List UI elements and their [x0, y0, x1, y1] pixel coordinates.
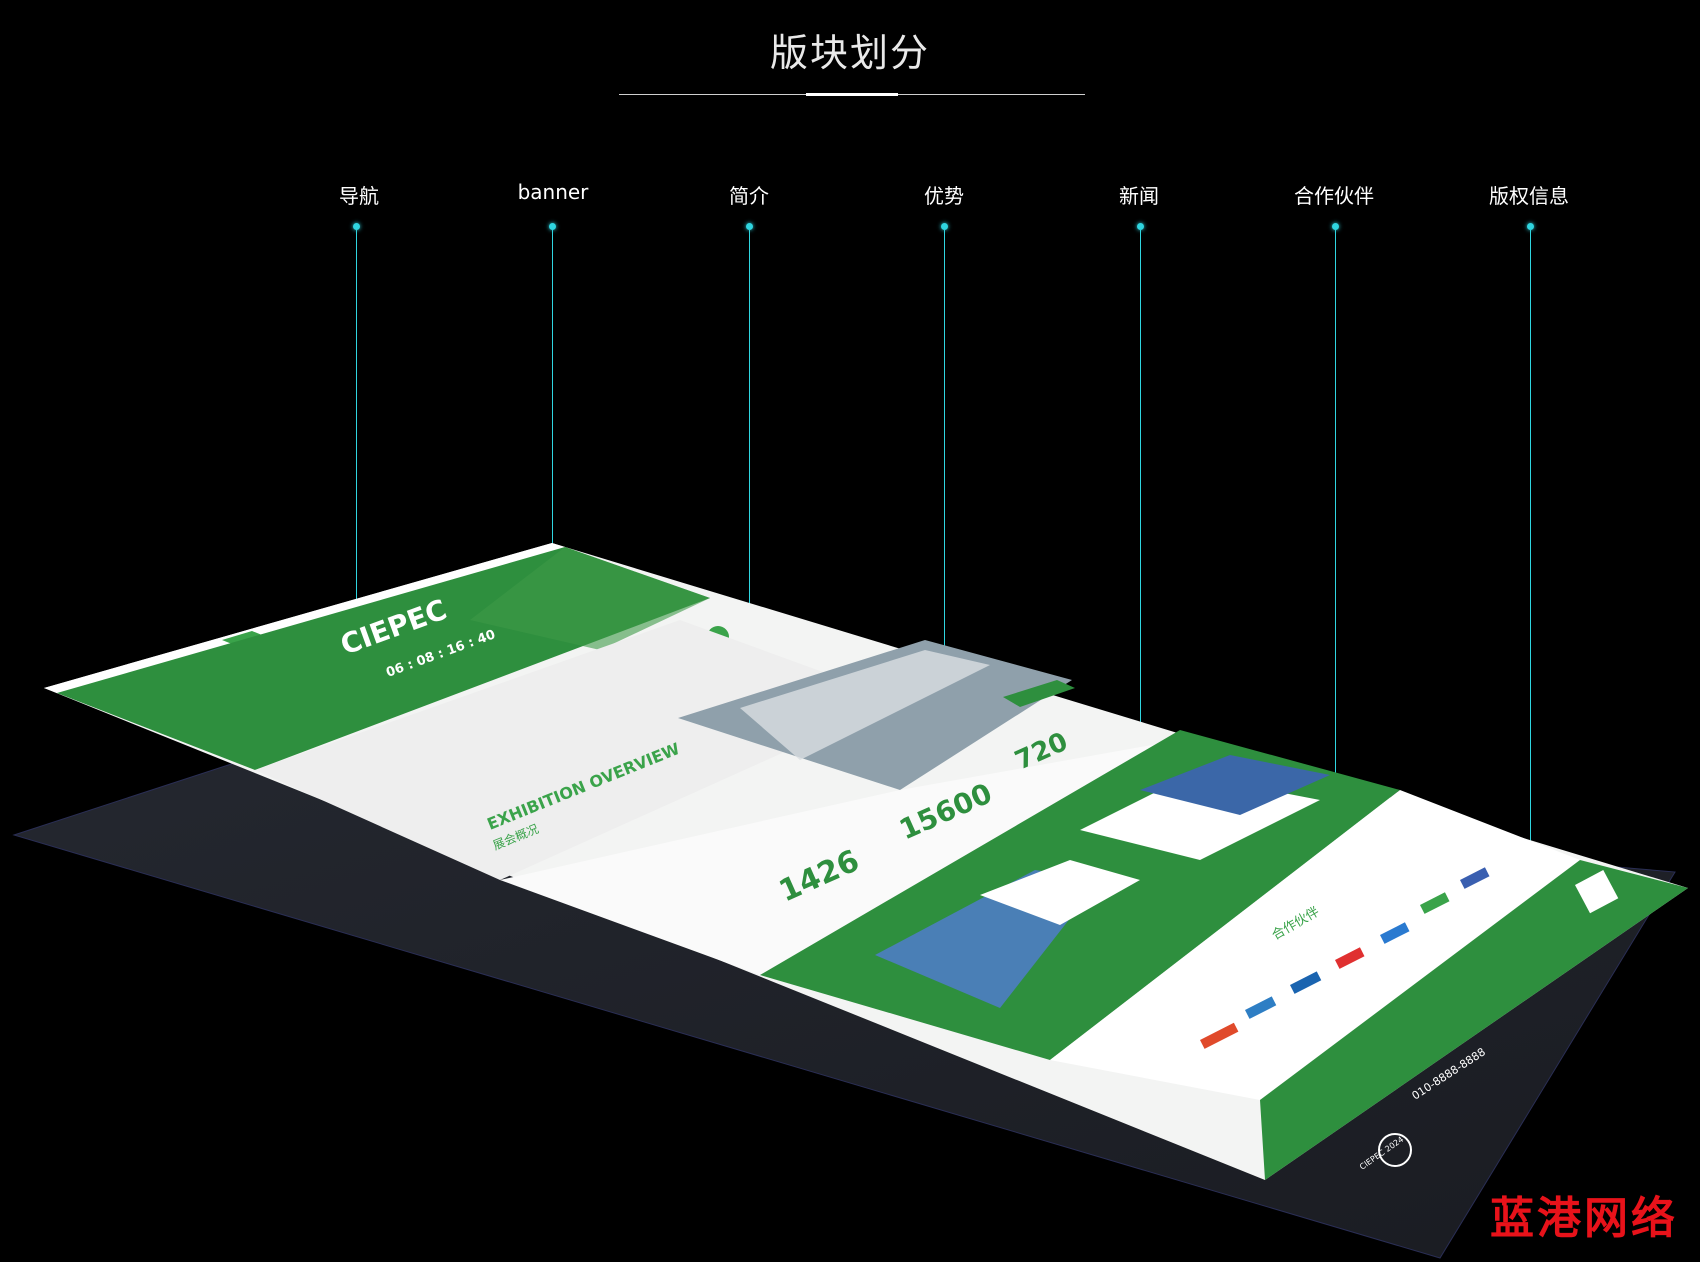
connector-dot: [745, 223, 753, 230]
mockup-nav-active: [222, 631, 262, 644]
mockup-qr-code: [1575, 869, 1619, 914]
connector-line: [748, 230, 750, 770]
connector-dot: [1526, 223, 1534, 230]
mockup-overview-area: [255, 620, 900, 880]
connector-line: [1139, 230, 1141, 820]
connector-dot: [1136, 223, 1144, 230]
connector-line: [355, 230, 357, 600]
connector-line: [551, 230, 553, 610]
mockup-footer-logo: [1378, 1133, 1412, 1167]
section-label-copyright: 版权信息: [1489, 184, 1569, 208]
section-label-nav: 导航: [339, 184, 379, 208]
connector-line: [1334, 230, 1336, 935]
mockup-flag-button: [1003, 680, 1075, 707]
mockup-banner-overlay: [470, 547, 710, 650]
mockup-news-card-2: [980, 860, 1140, 925]
watermark-text: 蓝港网络: [1490, 1193, 1678, 1244]
mockup-news-card-4: [1140, 755, 1330, 815]
page-title: 版块划分: [769, 31, 930, 75]
section-label-partners: 合作伙伴: [1294, 184, 1374, 208]
mockup-footer: [1260, 860, 1688, 1180]
connector-dot: [1331, 223, 1339, 230]
connector-dot: [548, 223, 556, 230]
connector-line: [1529, 230, 1531, 945]
mockup-nav-bar: [44, 543, 565, 693]
section-label-advantage: 优势: [924, 184, 964, 208]
title-divider-accent: [806, 93, 898, 96]
connector-dot: [940, 223, 948, 230]
connector-line: [943, 230, 945, 835]
connector-dot: [352, 223, 360, 230]
mockup-partner-logos: [1199, 867, 1490, 1049]
mockup-stats-band: [500, 740, 1180, 975]
section-label-news: 新闻: [1119, 184, 1159, 208]
mockup-partners-section: [1050, 790, 1580, 1100]
section-label-banner: banner: [517, 180, 589, 204]
section-label-intro: 简介: [729, 184, 769, 208]
